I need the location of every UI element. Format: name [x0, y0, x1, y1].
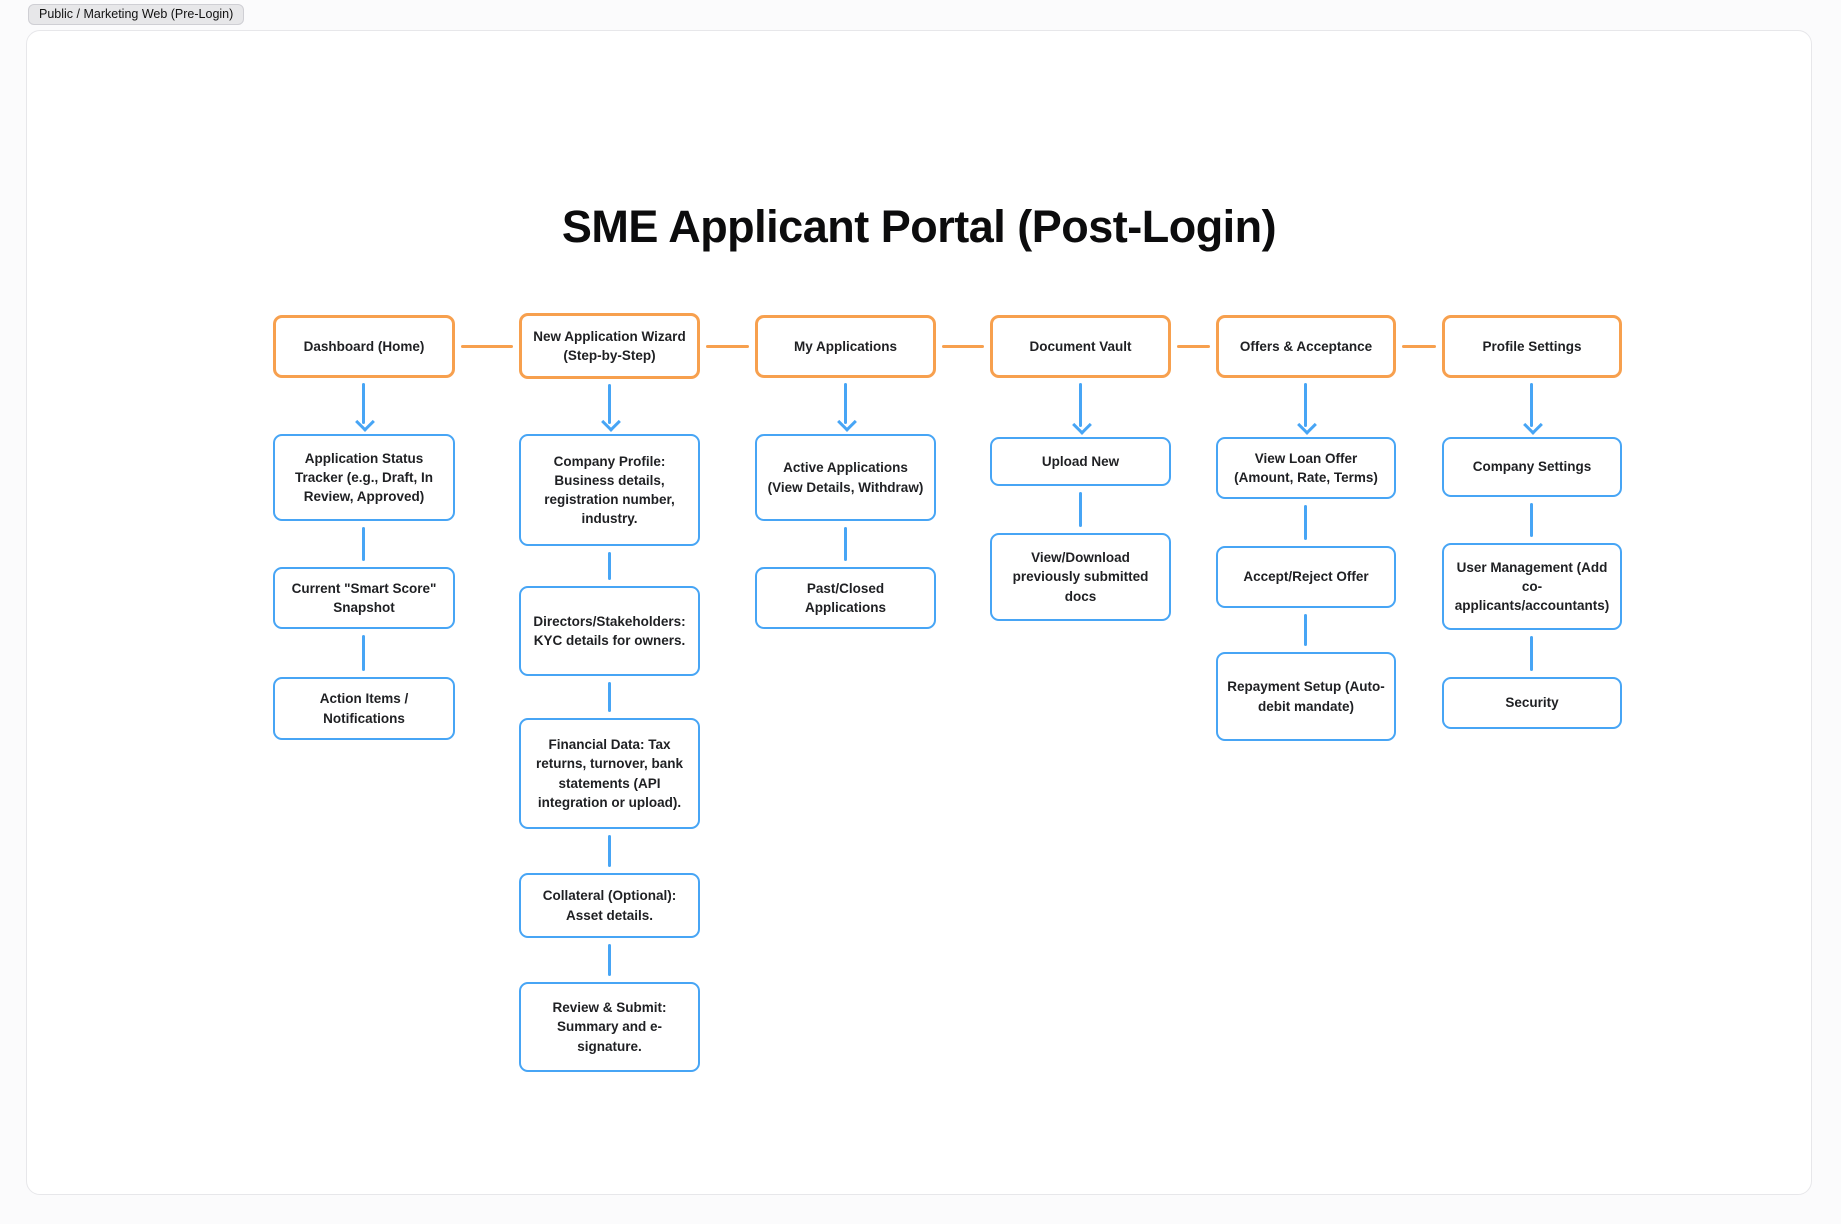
node-view-loan-offer[interactable]: View Loan Offer (Amount, Rate, Terms) — [1216, 437, 1396, 499]
node-view-download-docs[interactable]: View/Download previously submitted docs — [990, 533, 1171, 621]
blue-connector-line — [844, 383, 847, 424]
node-user-management[interactable]: User Management (Add co-applicants/accou… — [1442, 543, 1622, 630]
orange-connector-line — [1402, 345, 1436, 348]
blue-connector-line — [608, 835, 611, 867]
down-arrowhead-icon — [1072, 415, 1092, 435]
blue-connector-line — [1530, 383, 1533, 427]
node-accept-reject-offer[interactable]: Accept/Reject Offer — [1216, 546, 1396, 608]
node-past-closed-applications[interactable]: Past/Closed Applications — [755, 567, 936, 629]
node-review-submit[interactable]: Review & Submit: Summary and e-signature… — [519, 982, 700, 1072]
down-arrowhead-icon — [601, 412, 621, 432]
orange-connector-line — [461, 345, 513, 348]
node-my-applications[interactable]: My Applications — [755, 315, 936, 378]
node-application-status-tracker[interactable]: Application Status Tracker (e.g., Draft,… — [273, 434, 455, 521]
diagram-panel: SME Applicant Portal (Post-Login) Dashbo… — [26, 30, 1812, 1195]
blue-connector-line — [608, 552, 611, 580]
blue-connector-line — [362, 527, 365, 561]
orange-connector-line — [942, 345, 984, 348]
blue-connector-line — [1530, 636, 1533, 671]
node-company-profile[interactable]: Company Profile: Business details, regis… — [519, 434, 700, 546]
pre-login-tab[interactable]: Public / Marketing Web (Pre-Login) — [28, 4, 245, 25]
node-dashboard-home[interactable]: Dashboard (Home) — [273, 315, 455, 378]
node-profile-settings[interactable]: Profile Settings — [1442, 315, 1622, 378]
blue-connector-line — [1304, 505, 1307, 540]
node-security[interactable]: Security — [1442, 677, 1622, 729]
down-arrowhead-icon — [837, 412, 857, 432]
node-smart-score-snapshot[interactable]: Current "Smart Score" Snapshot — [273, 567, 455, 629]
down-arrowhead-icon — [1297, 415, 1317, 435]
down-arrowhead-icon — [355, 412, 375, 432]
blue-connector-line — [1304, 383, 1307, 427]
node-action-items-notifications[interactable]: Action Items / Notifications — [273, 677, 455, 740]
orange-connector-line — [1177, 345, 1210, 348]
down-arrowhead-icon — [1523, 415, 1543, 435]
blue-connector-line — [608, 384, 611, 424]
blue-connector-line — [844, 527, 847, 561]
diagram-title: SME Applicant Portal (Post-Login) — [561, 201, 1277, 252]
node-active-applications[interactable]: Active Applications (View Details, Withd… — [755, 434, 936, 521]
blue-connector-line — [1079, 492, 1082, 527]
blue-connector-line — [1079, 383, 1082, 427]
blue-connector-line — [608, 944, 611, 976]
blue-connector-line — [608, 682, 611, 712]
node-new-application-wizard[interactable]: New Application Wizard (Step-by-Step) — [519, 313, 700, 379]
blue-connector-line — [362, 635, 365, 671]
node-financial-data[interactable]: Financial Data: Tax returns, turnover, b… — [519, 718, 700, 829]
node-document-vault[interactable]: Document Vault — [990, 315, 1171, 378]
orange-connector-line — [706, 345, 749, 348]
node-repayment-setup[interactable]: Repayment Setup (Auto-debit mandate) — [1216, 652, 1396, 741]
node-company-settings[interactable]: Company Settings — [1442, 437, 1622, 497]
node-upload-new[interactable]: Upload New — [990, 437, 1171, 486]
blue-connector-line — [1304, 614, 1307, 646]
blue-connector-line — [1530, 503, 1533, 537]
node-collateral[interactable]: Collateral (Optional): Asset details. — [519, 873, 700, 938]
blue-connector-line — [362, 383, 365, 424]
node-directors-stakeholders[interactable]: Directors/Stakeholders: KYC details for … — [519, 586, 700, 676]
node-offers-acceptance[interactable]: Offers & Acceptance — [1216, 315, 1396, 378]
